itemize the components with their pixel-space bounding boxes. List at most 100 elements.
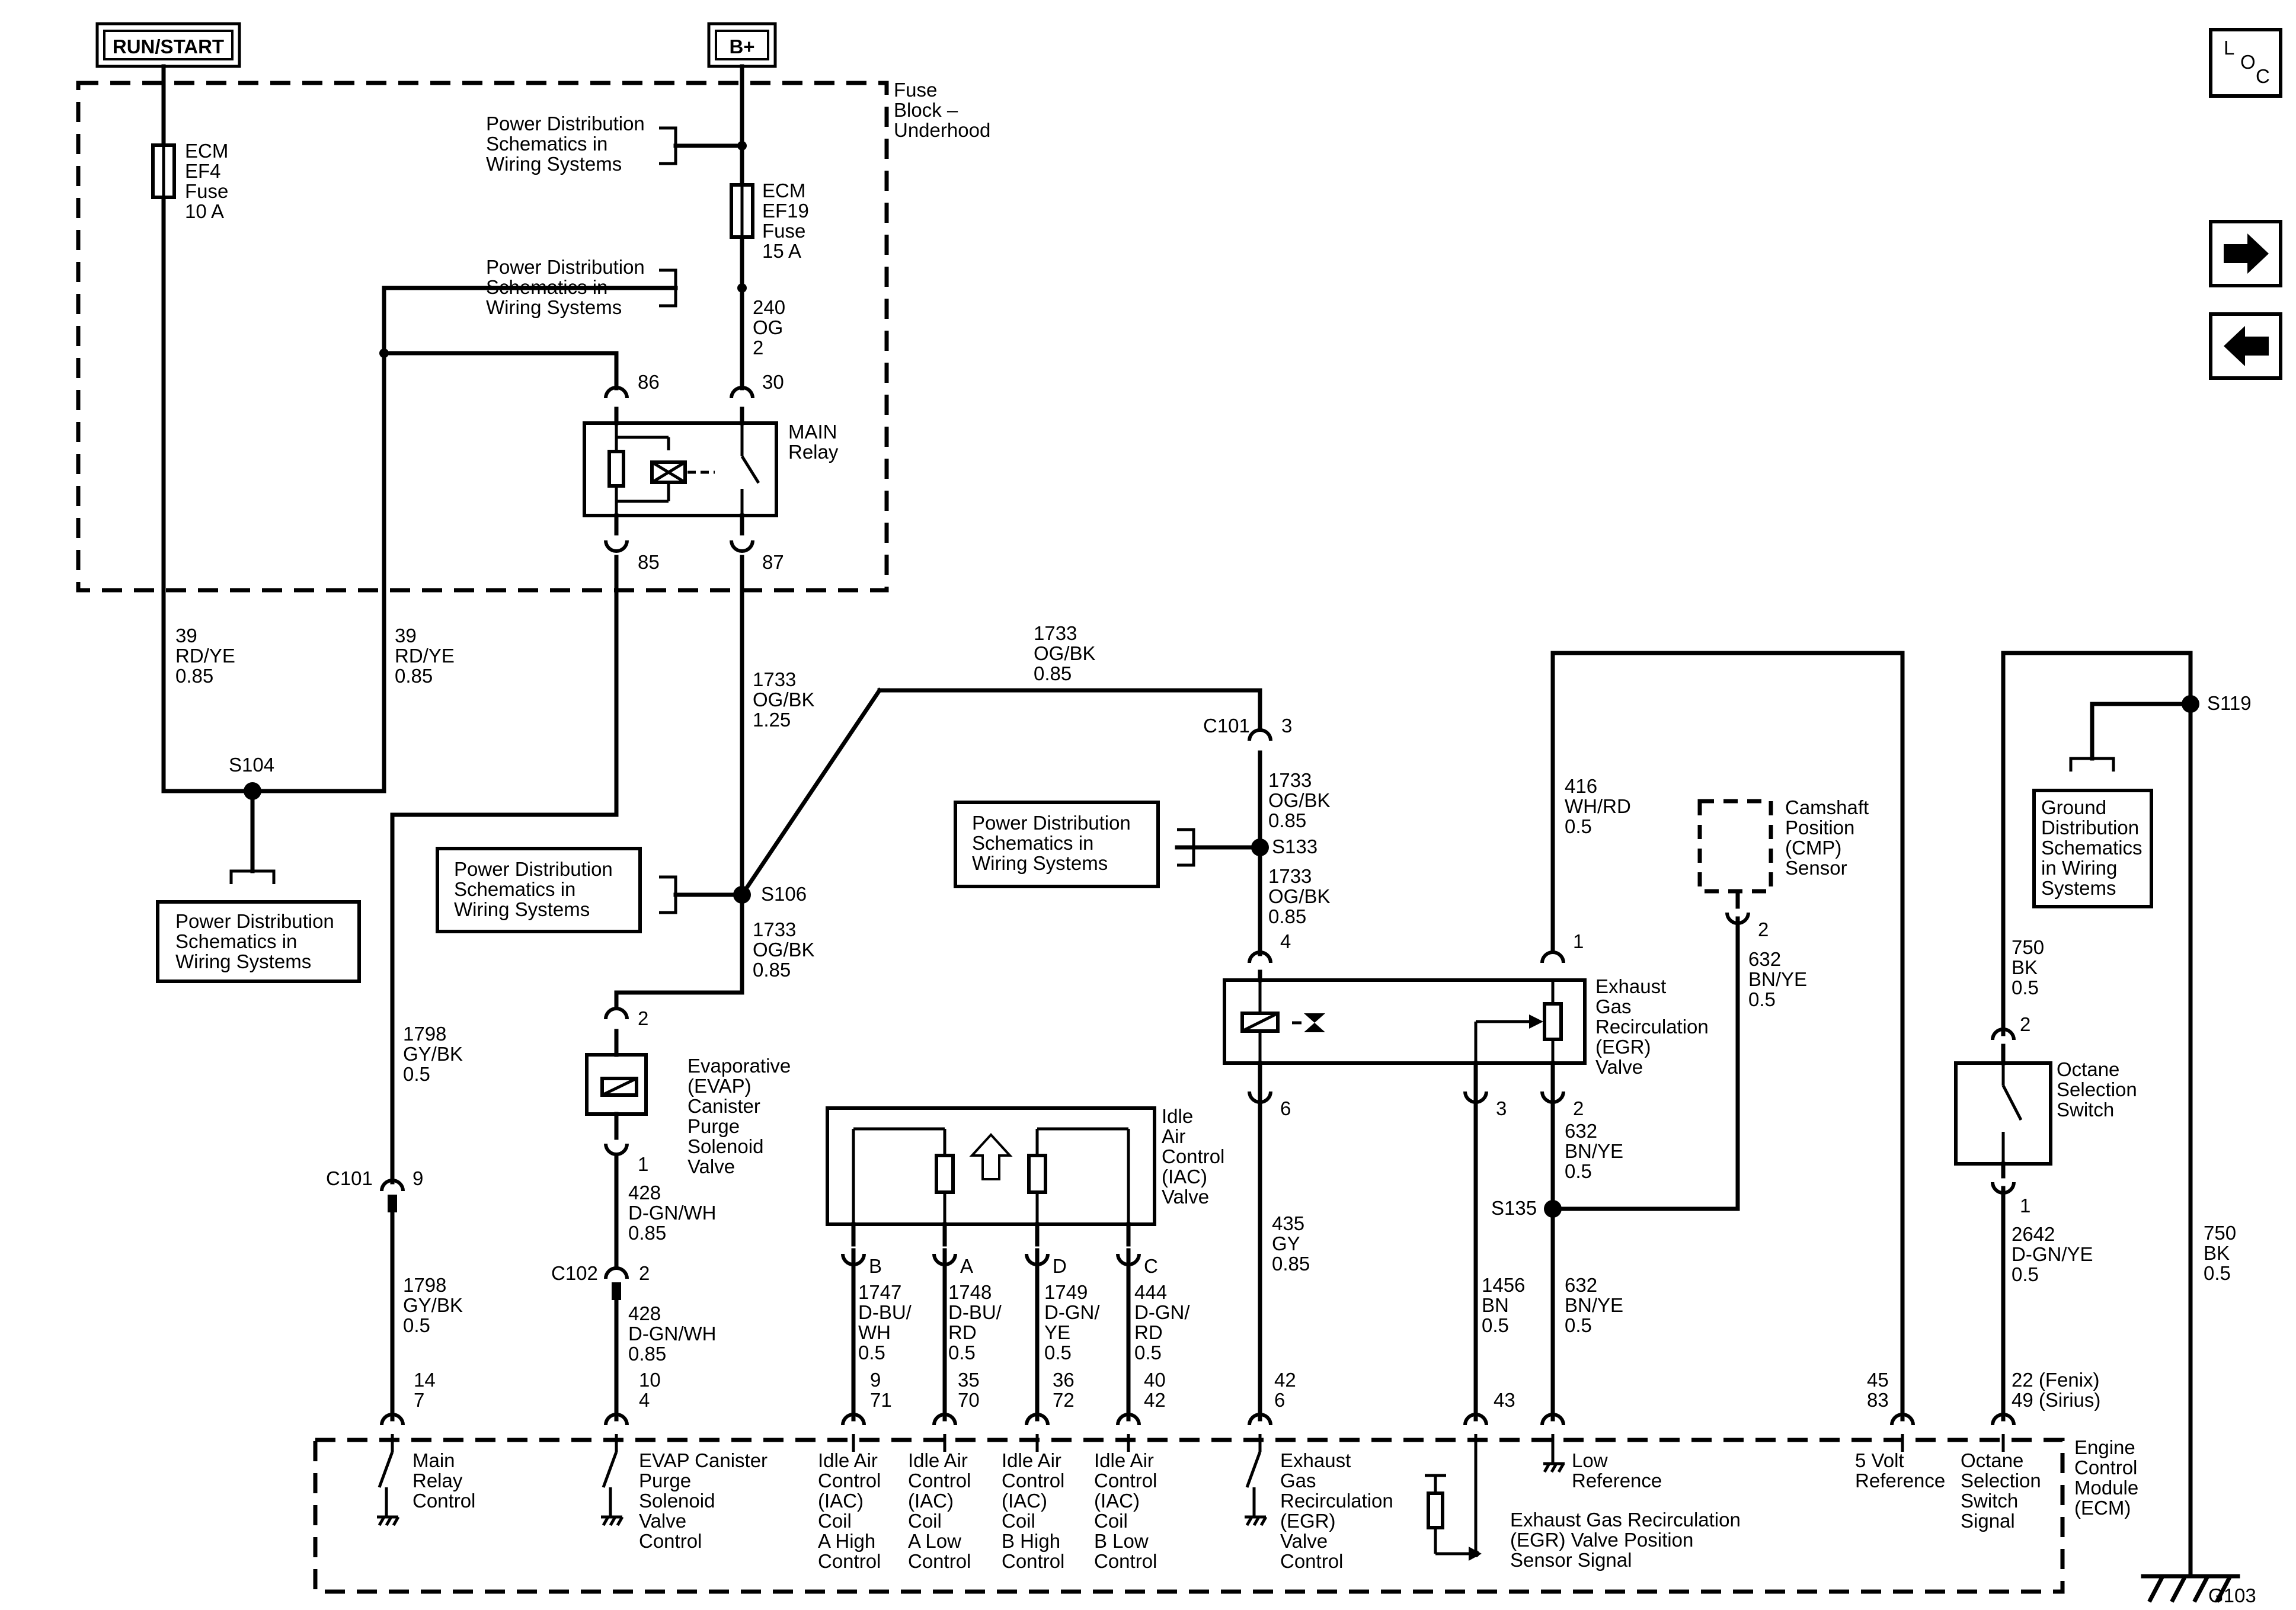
svg-text:Octane: Octane xyxy=(1961,1449,2023,1471)
svg-text:Idle Air: Idle Air xyxy=(818,1449,878,1471)
s133-label: S133 xyxy=(1272,836,1318,857)
ground-ref-l5: Systems xyxy=(2041,877,2116,899)
svg-text:1748: 1748 xyxy=(948,1281,992,1303)
fuse-ef19 xyxy=(730,183,754,239)
c102-pin-2: 2 xyxy=(639,1262,650,1284)
svg-text:B Low: B Low xyxy=(1094,1530,1149,1552)
octane-l3: Switch xyxy=(2057,1099,2114,1121)
svg-text:0.5: 0.5 xyxy=(2012,977,2039,998)
svg-text:5 Volt: 5 Volt xyxy=(1855,1449,1904,1471)
svg-text:Gas: Gas xyxy=(1280,1470,1316,1491)
egr-l5: Valve xyxy=(1595,1056,1643,1078)
svg-text:36: 36 xyxy=(1053,1369,1075,1391)
main-relay-l1: MAIN xyxy=(788,421,837,443)
svg-text:GY: GY xyxy=(1272,1233,1300,1254)
tap-dot-1 xyxy=(737,141,747,151)
svg-text:83: 83 xyxy=(1867,1389,1889,1411)
svg-text:70: 70 xyxy=(958,1389,980,1411)
evap-pin-2: 2 xyxy=(638,1007,648,1029)
svg-text:444: 444 xyxy=(1134,1281,1167,1303)
svg-text:Control: Control xyxy=(1094,1550,1157,1572)
svg-text:D-BU/: D-BU/ xyxy=(948,1301,1002,1323)
ecm-function-labels: Main Relay Control EVAP Canister Purge S… xyxy=(412,1449,2041,1572)
svg-text:4: 4 xyxy=(639,1389,650,1411)
svg-text:0.85: 0.85 xyxy=(1268,809,1306,831)
svg-text:1733: 1733 xyxy=(1268,865,1312,887)
c101-pin9-stub xyxy=(388,1195,397,1212)
svg-text:YE: YE xyxy=(1044,1321,1070,1343)
svg-text:Switch: Switch xyxy=(1961,1490,2018,1512)
ecm-l1: Engine xyxy=(2074,1436,2135,1458)
loc-l: L xyxy=(2224,37,2234,59)
svg-text:OG/BK: OG/BK xyxy=(753,939,815,961)
svg-text:BK: BK xyxy=(2204,1242,2230,1264)
s106-label: S106 xyxy=(761,883,807,905)
cmp-l1: Camshaft xyxy=(1785,796,1869,818)
svg-text:WH/RD: WH/RD xyxy=(1565,795,1631,817)
iac-pin-a: A xyxy=(960,1255,973,1277)
svg-text:14: 14 xyxy=(414,1369,436,1391)
svg-text:1798: 1798 xyxy=(403,1274,446,1296)
svg-text:(IAC): (IAC) xyxy=(1002,1490,1047,1512)
svg-text:D-GN/: D-GN/ xyxy=(1044,1301,1100,1323)
svg-text:BN: BN xyxy=(1482,1294,1509,1316)
fuse-ef4 xyxy=(151,143,176,199)
svg-text:Coil: Coil xyxy=(818,1510,852,1532)
svg-text:632: 632 xyxy=(1565,1274,1597,1296)
svg-text:1747: 1747 xyxy=(858,1281,901,1303)
svg-text:OG/BK: OG/BK xyxy=(753,689,815,710)
svg-text:RD: RD xyxy=(1134,1321,1163,1343)
svg-text:D-GN/: D-GN/ xyxy=(1134,1301,1190,1323)
svg-text:428: 428 xyxy=(628,1302,661,1324)
fuse-ef19-l3: Fuse xyxy=(762,220,805,242)
ref-s106-l1: Power Distribution xyxy=(454,858,613,880)
relay-pin-87: 87 xyxy=(762,551,784,573)
svg-text:632: 632 xyxy=(1748,948,1781,970)
svg-text:0.85: 0.85 xyxy=(1272,1253,1310,1275)
svg-text:OG/BK: OG/BK xyxy=(1268,885,1331,907)
ref-box-s106 xyxy=(436,847,642,933)
egr-l2: Gas xyxy=(1595,996,1632,1017)
ref-bracket-2 xyxy=(659,268,677,308)
svg-text:0.5: 0.5 xyxy=(858,1342,885,1363)
svg-text:1733: 1733 xyxy=(1034,622,1077,644)
svg-text:Control: Control xyxy=(639,1530,702,1552)
svg-text:Control: Control xyxy=(412,1490,475,1512)
ecm-pin-numbers: 14 7 10 4 9 71 35 70 36 72 40 42 42 6 43… xyxy=(414,1369,2100,1411)
ref1-l2: Schematics in xyxy=(486,133,607,155)
svg-text:39: 39 xyxy=(395,625,417,646)
ecm-l2: Control xyxy=(2074,1457,2137,1478)
wire-labels: 240 OG 2 39 RD/YE 0.85 39 RD/YE 0.85 173… xyxy=(175,296,2236,1365)
svg-text:240: 240 xyxy=(753,296,785,318)
arrow-left-icon[interactable] xyxy=(2209,312,2282,380)
svg-text:0.85: 0.85 xyxy=(753,959,791,981)
svg-text:Solenoid: Solenoid xyxy=(639,1490,715,1512)
svg-text:2: 2 xyxy=(753,337,763,359)
svg-text:D-GN/WH: D-GN/WH xyxy=(628,1323,716,1345)
svg-text:71: 71 xyxy=(870,1389,892,1411)
evap-pin-1: 1 xyxy=(638,1153,648,1175)
evap-l5: Solenoid xyxy=(687,1135,763,1157)
loc-icon[interactable]: L O C xyxy=(2209,28,2282,98)
c102-pin2-stub xyxy=(612,1282,621,1300)
evap-l4: Purge xyxy=(687,1115,740,1137)
ground-ref-l2: Distribution xyxy=(2041,817,2139,838)
svg-text:B High: B High xyxy=(1002,1530,1060,1552)
svg-text:750: 750 xyxy=(2204,1222,2236,1244)
svg-text:40: 40 xyxy=(1144,1369,1166,1391)
splice-s106-dot xyxy=(733,886,751,904)
svg-text:Coil: Coil xyxy=(1002,1510,1035,1532)
egr-pin-2: 2 xyxy=(1573,1097,1584,1119)
arrow-right-icon[interactable] xyxy=(2209,220,2282,287)
svg-text:10: 10 xyxy=(639,1369,661,1391)
svg-text:1733: 1733 xyxy=(753,668,796,690)
svg-text:9: 9 xyxy=(870,1369,881,1391)
svg-text:1798: 1798 xyxy=(403,1023,446,1045)
svg-text:Idle Air: Idle Air xyxy=(908,1449,968,1471)
evap-solenoid xyxy=(585,1029,648,1140)
svg-text:BK: BK xyxy=(2012,956,2038,978)
egr-pin-6: 6 xyxy=(1280,1097,1291,1119)
fuse-block-label-3: Underhood xyxy=(894,119,990,141)
svg-text:Control: Control xyxy=(818,1550,881,1572)
